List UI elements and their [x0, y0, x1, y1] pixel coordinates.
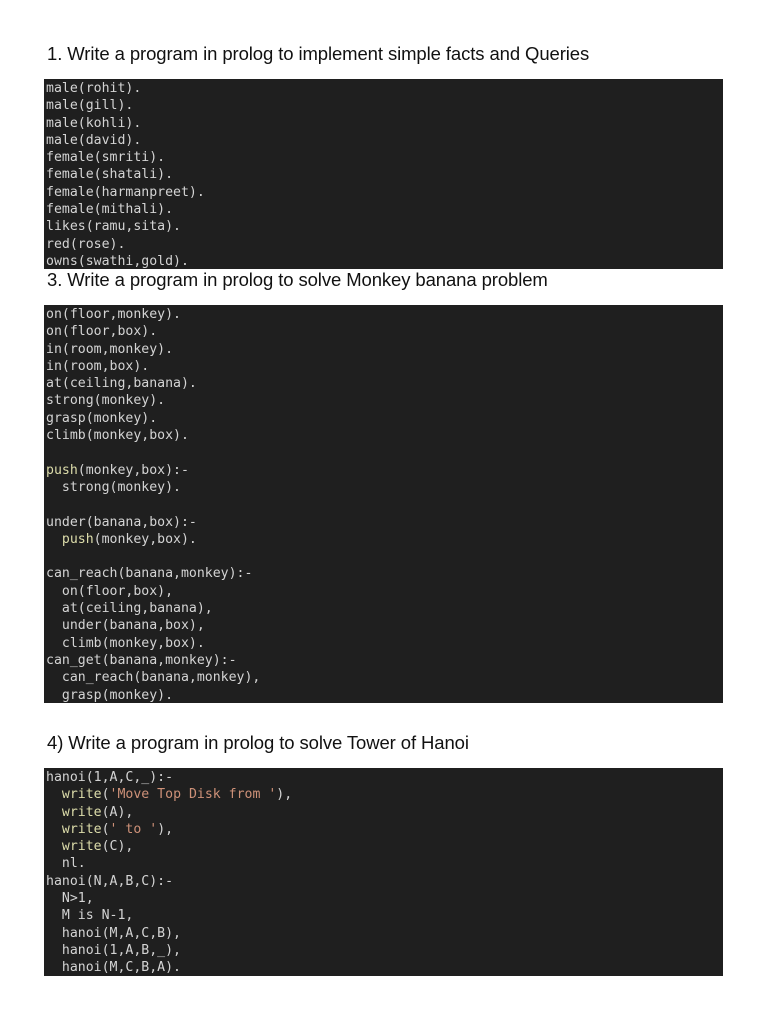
- code-line-blank: [46, 496, 723, 513]
- code-line: N>1,: [46, 891, 94, 907]
- code-line: male(rohit).: [46, 81, 142, 96]
- code-line: likes(ramu,sita).: [46, 219, 181, 235]
- code-line: climb(monkey,box).: [46, 428, 189, 444]
- indent: [46, 532, 62, 547]
- section-3-heading: 3. Write a program in prolog to solve Mo…: [47, 269, 548, 290]
- write-keyword: write: [61, 804, 102, 820]
- code-line: female(shatali).: [46, 167, 174, 183]
- code-text: (: [101, 787, 110, 803]
- code-text: ),: [157, 821, 174, 837]
- code-line: under(banana,box),: [46, 618, 205, 634]
- code-line: female(smriti).: [46, 150, 166, 166]
- write-keyword: write: [61, 821, 102, 837]
- code-line: on(floor,monkey).: [46, 307, 181, 322]
- code-line-blank: [46, 548, 723, 565]
- section-1-code-block: male(rohit). male(gill). male(kohli). ma…: [44, 79, 723, 269]
- code-line: hanoi(M,A,C,B),: [46, 925, 181, 941]
- code-line: hanoi(1,A,B,_),: [46, 942, 181, 958]
- code-line: can_get(banana,monkey):-: [46, 652, 237, 668]
- code-line: M is N-1,: [46, 908, 134, 924]
- code-line: owns(swathi,gold).: [46, 253, 189, 269]
- code-line: under(banana,box):-: [46, 514, 197, 530]
- code-line: male(david).: [46, 132, 142, 148]
- code-line: grasp(monkey).: [46, 410, 158, 426]
- string-literal: 'Move Top Disk from ': [109, 787, 277, 803]
- code-line: female(harmanpreet).: [46, 184, 205, 200]
- write-keyword: write: [61, 787, 102, 803]
- code-line: in(room,box).: [46, 358, 150, 374]
- code-line: hanoi(1,A,C,_):-: [46, 770, 174, 785]
- code-text: (monkey,box).: [93, 531, 197, 547]
- indent: [46, 839, 62, 854]
- code-line: on(floor,box),: [46, 583, 174, 599]
- indent: [46, 805, 62, 820]
- code-line: nl.: [46, 856, 86, 872]
- push-keyword: push: [46, 462, 78, 478]
- code-line: push(monkey,box).: [46, 531, 723, 548]
- code-line: write(C),: [46, 838, 723, 855]
- code-line: red(rose).: [46, 236, 126, 252]
- code-line: write('Move Top Disk from '),: [46, 786, 723, 803]
- code-line: climb(monkey,box).: [46, 635, 205, 651]
- code-line: push(monkey,box):-: [46, 462, 723, 479]
- code-line: male(gill).: [46, 98, 134, 114]
- section-4-code-block: hanoi(1,A,C,_):- write('Move Top Disk fr…: [44, 768, 723, 976]
- section-1-heading: 1. Write a program in prolog to implemen…: [47, 43, 590, 64]
- code-text: (: [101, 821, 110, 837]
- code-text: (monkey,box):-: [77, 462, 189, 478]
- push-keyword: push: [61, 531, 94, 547]
- code-line: male(kohli).: [46, 115, 142, 131]
- code-text: (A),: [101, 804, 134, 820]
- code-line: can_reach(banana,monkey),: [46, 670, 261, 686]
- code-line: at(ceiling,banana).: [46, 376, 197, 392]
- code-line: hanoi(M,C,B,A).: [46, 960, 181, 976]
- code-text: (C),: [101, 839, 134, 855]
- code-line: can_reach(banana,monkey):-: [46, 566, 253, 582]
- code-line-blank: [46, 444, 723, 461]
- code-line: at(ceiling,banana),: [46, 601, 213, 617]
- code-line: grasp(monkey).: [46, 687, 174, 703]
- code-text: ),: [276, 787, 293, 803]
- code-line: on(floor,box).: [46, 324, 158, 340]
- code-line: hanoi(N,A,B,C):-: [46, 873, 174, 889]
- section-3-code-block: on(floor,monkey). on(floor,box). in(room…: [44, 305, 723, 703]
- code-line: strong(monkey).: [46, 479, 181, 495]
- code-line: in(room,monkey).: [46, 341, 174, 357]
- indent: [46, 822, 62, 837]
- string-literal: ' to ': [109, 821, 158, 837]
- code-line: write(A),: [46, 804, 723, 821]
- write-keyword: write: [61, 839, 102, 855]
- code-line: female(mithali).: [46, 202, 174, 218]
- code-line: write(' to '),: [46, 821, 723, 838]
- code-line: strong(monkey).: [46, 393, 166, 409]
- section-4-heading: 4) Write a program in prolog to solve To…: [47, 732, 469, 753]
- indent: [46, 787, 62, 802]
